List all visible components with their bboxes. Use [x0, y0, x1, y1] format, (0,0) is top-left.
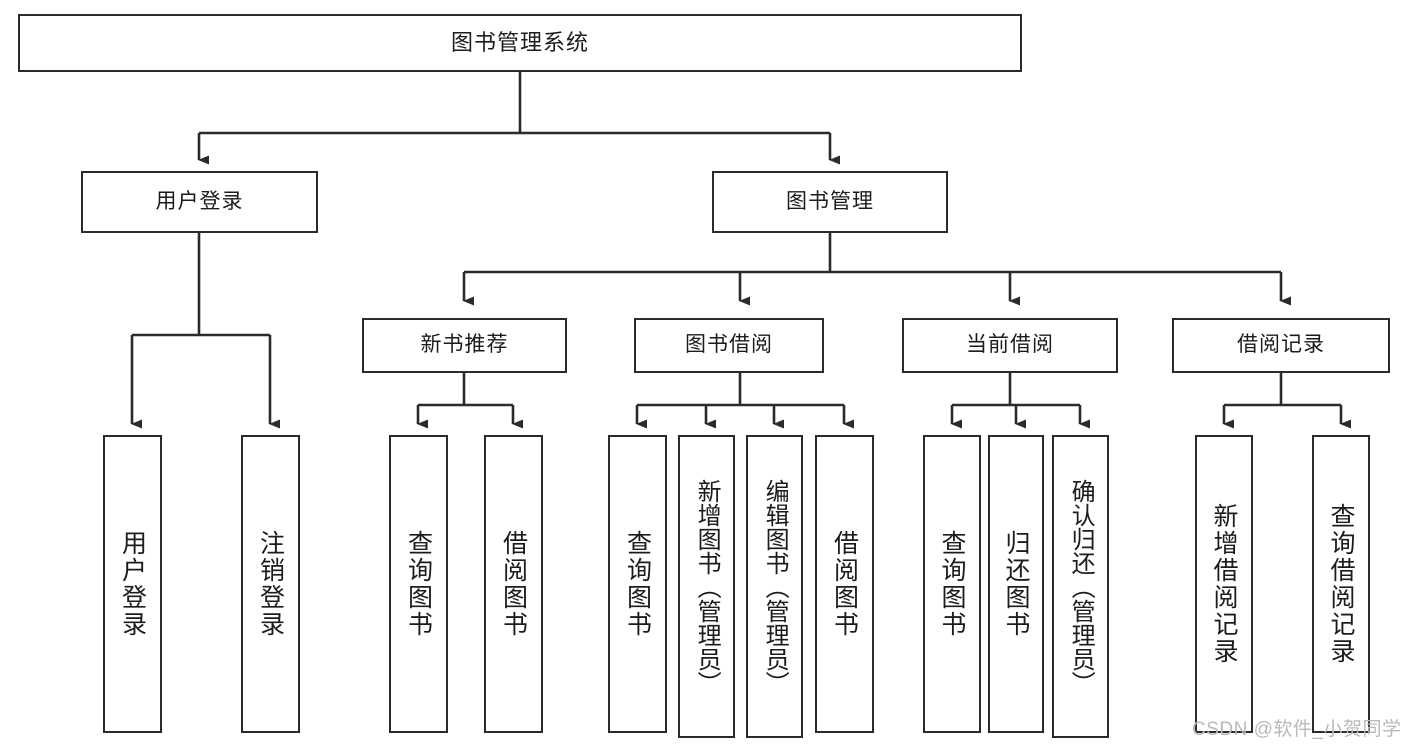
leaf-add-borrow-record[interactable]: 新增借阅记录: [1195, 435, 1253, 733]
node-label: 确认归还（管理员）: [1067, 478, 1095, 695]
leaf-query-books-borrow[interactable]: 查询图书: [608, 435, 667, 733]
leaf-confirm-return-admin[interactable]: 确认归还（管理员）: [1052, 435, 1109, 738]
watermark-text: CSDN @软件_小贺同学: [1192, 719, 1402, 740]
node-label: 图书管理: [786, 189, 874, 213]
node-label: 查询图书: [404, 530, 433, 638]
leaf-query-borrow-record[interactable]: 查询借阅记录: [1312, 435, 1370, 733]
node-book-management[interactable]: 图书管理: [712, 171, 948, 233]
leaf-user-login[interactable]: 用户登录: [103, 435, 162, 733]
node-label: 查询图书: [623, 530, 652, 638]
node-label: 借阅图书: [830, 530, 859, 638]
node-borrow-records[interactable]: 借阅记录: [1172, 318, 1390, 373]
node-label: 当前借阅: [966, 333, 1054, 357]
node-label: 用户登录: [118, 530, 147, 638]
node-label: 借阅记录: [1237, 333, 1325, 357]
leaf-borrow-books-recommend[interactable]: 借阅图书: [484, 435, 543, 733]
leaf-query-books-recommend[interactable]: 查询图书: [389, 435, 448, 733]
node-label: 借阅图书: [499, 530, 528, 638]
leaf-return-books[interactable]: 归还图书: [988, 435, 1044, 733]
node-label: 查询图书: [938, 530, 966, 638]
node-label: 用户登录: [155, 189, 244, 213]
node-user-login[interactable]: 用户登录: [81, 171, 318, 233]
leaf-logout[interactable]: 注销登录: [241, 435, 300, 733]
node-book-borrow[interactable]: 图书借阅: [634, 318, 824, 373]
leaf-edit-book-admin[interactable]: 编辑图书（管理员）: [746, 435, 803, 738]
node-label: 图书管理系统: [450, 30, 589, 56]
node-label: 新增借阅记录: [1210, 503, 1238, 665]
node-label: 新书推荐: [420, 333, 509, 357]
leaf-add-book-admin[interactable]: 新增图书（管理员）: [678, 435, 735, 738]
node-root-system[interactable]: 图书管理系统: [18, 14, 1022, 72]
node-new-book-recommendation[interactable]: 新书推荐: [362, 318, 567, 373]
leaf-borrow-books-borrow[interactable]: 借阅图书: [815, 435, 874, 733]
node-label: 注销登录: [256, 530, 285, 638]
leaf-query-books-current[interactable]: 查询图书: [923, 435, 981, 733]
node-label: 查询借阅记录: [1327, 503, 1355, 665]
node-label: 图书借阅: [685, 333, 773, 357]
node-label: 归还图书: [1002, 530, 1030, 638]
node-label: 新增图书（管理员）: [693, 478, 721, 695]
node-label: 编辑图书（管理员）: [761, 478, 789, 695]
node-current-borrow[interactable]: 当前借阅: [902, 318, 1118, 373]
